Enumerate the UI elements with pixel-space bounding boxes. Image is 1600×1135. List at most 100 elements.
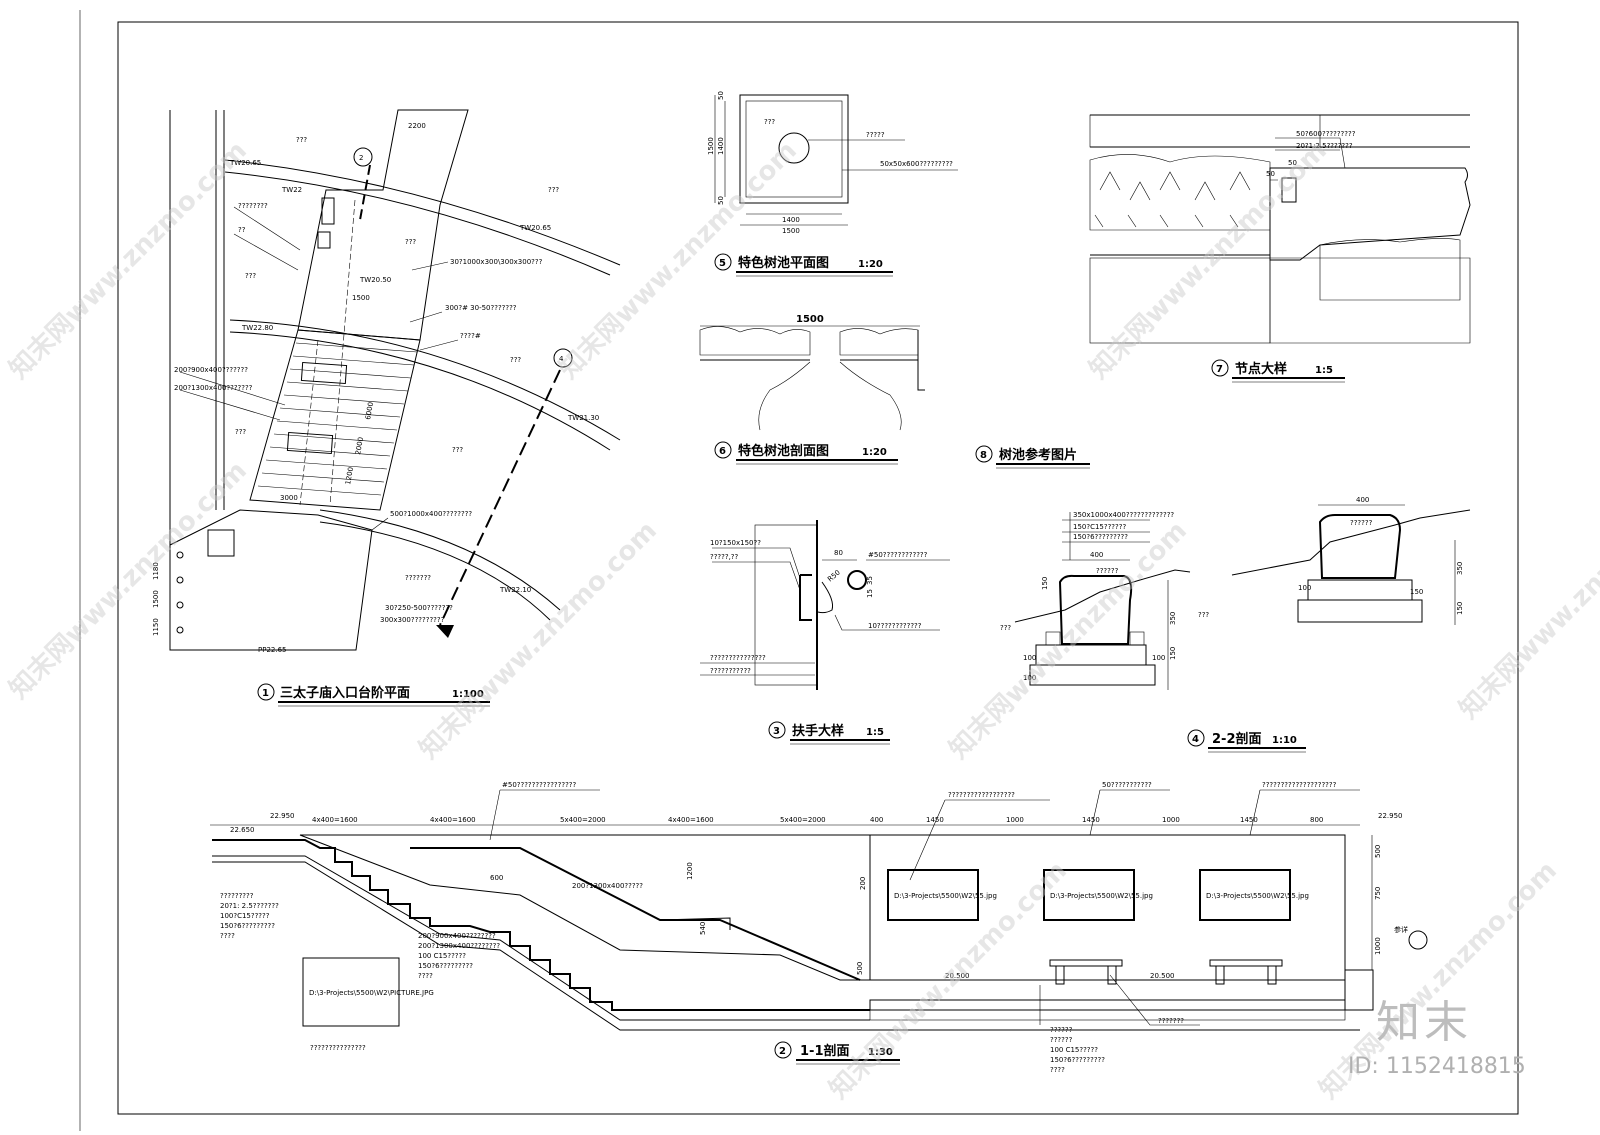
- svg-text:400: 400: [1090, 551, 1103, 559]
- svg-text:D:\3-Projects\5500\W2\55.jpg: D:\3-Projects\5500\W2\55.jpg: [1206, 892, 1309, 900]
- section-mark-b: [553, 348, 573, 368]
- sheet-border: [117, 21, 1519, 1115]
- svg-text:特色树池剖面图: 特色树池剖面图: [738, 443, 829, 459]
- svg-text:300?# 30-50???????: 300?# 30-50???????: [445, 304, 517, 312]
- svg-text:知末网www.znzmo.com: 知末网www.znzmo.com: [1454, 476, 1600, 725]
- treepit-plan: ??? ????? 50x50x600????????? 1400 1500 1…: [707, 91, 958, 235]
- section-11: D:\3-Projects\5500\W2\55.jpg D:\3-Projec…: [210, 781, 1428, 1074]
- svg-text:30?250-500???????: 30?250-500???????: [385, 604, 453, 612]
- svg-text:???: ???: [1198, 611, 1209, 619]
- svg-text:10?150x150??: 10?150x150??: [710, 539, 761, 547]
- svg-text:300x300?????????: 300x300?????????: [380, 616, 445, 624]
- svg-text:20?1: 2.5???????: 20?1: 2.5???????: [220, 902, 279, 910]
- svg-text:2: 2: [779, 1046, 786, 1057]
- svg-text:150?6?????????: 150?6?????????: [1073, 533, 1128, 541]
- svg-text:???: ???: [296, 136, 307, 144]
- svg-text:50: 50: [717, 196, 725, 205]
- svg-text:200?1300x400????????: 200?1300x400????????: [418, 942, 500, 950]
- svg-text:知末网www.znzmo.com: 知末网www.znzmo.com: [4, 136, 253, 385]
- svg-text:???: ???: [245, 272, 256, 280]
- svg-text:TW21.30: TW21.30: [567, 414, 599, 422]
- svg-text:???: ???: [405, 238, 416, 246]
- svg-text:1450: 1450: [1082, 816, 1100, 824]
- svg-text:750: 750: [1374, 887, 1382, 900]
- svg-text:???: ???: [1000, 624, 1011, 632]
- node-detail: 50?600????????? 20?1:2.5??????? 50 50: [1089, 114, 1471, 344]
- svg-text:150: 150: [1041, 577, 1049, 590]
- svg-text:600: 600: [490, 874, 503, 882]
- handrail-detail: 80 35 15 R50 10?150x150?? ?????,?? #50??…: [700, 520, 950, 690]
- svg-text:TW20.65: TW20.65: [519, 224, 551, 232]
- svg-text:10????????????: 10????????????: [868, 622, 922, 630]
- svg-text:500: 500: [1374, 845, 1382, 858]
- svg-text:22.950: 22.950: [270, 812, 295, 820]
- svg-text:???????: ???????: [1158, 1017, 1184, 1025]
- svg-text:TW22: TW22: [281, 186, 302, 194]
- svg-text:???: ???: [548, 186, 559, 194]
- svg-text:TW22.80: TW22.80: [241, 324, 273, 332]
- svg-text:350x1000x400?????????????: 350x1000x400?????????????: [1073, 511, 1174, 519]
- svg-text:1150: 1150: [152, 618, 160, 636]
- svg-text:4x400=1600: 4x400=1600: [668, 816, 714, 824]
- svg-text:1500: 1500: [152, 590, 160, 608]
- svg-text:TW22.10: TW22.10: [499, 586, 531, 594]
- svg-text:30?1000x300\300x300???: 30?1000x300\300x300???: [450, 258, 543, 266]
- svg-text:200?900x400????????: 200?900x400????????: [418, 932, 496, 940]
- svg-text:5x400=2000: 5x400=2000: [780, 816, 826, 824]
- svg-text:4: 4: [559, 355, 564, 363]
- svg-text:100 C15?????: 100 C15?????: [1050, 1046, 1098, 1054]
- title-section11: 2 1-1剖面 1:30: [774, 1041, 900, 1065]
- svg-text:1:10: 1:10: [1272, 735, 1297, 746]
- svg-text:1000: 1000: [1162, 816, 1180, 824]
- svg-text:1400: 1400: [782, 216, 800, 224]
- svg-text:1200: 1200: [344, 466, 355, 485]
- svg-text:1500: 1500: [352, 294, 370, 302]
- title-treepit-plan: 5 特色树池平面图 1:20: [714, 253, 893, 277]
- svg-text:3: 3: [773, 726, 780, 737]
- svg-text:150: 150: [1456, 602, 1464, 615]
- svg-text:1: 1: [262, 688, 269, 699]
- svg-text:1:100: 1:100: [452, 689, 484, 700]
- svg-text:200?1300x400???????: 200?1300x400???????: [174, 384, 253, 392]
- svg-text:150: 150: [1169, 647, 1177, 660]
- svg-text:200?1300x400?????: 200?1300x400?????: [572, 882, 643, 890]
- svg-text:#50????????????????: #50????????????????: [502, 781, 577, 789]
- title-node: 7 节点大样 1:5: [1211, 359, 1345, 383]
- svg-text:100?C15?????: 100?C15?????: [220, 912, 270, 920]
- svg-text:200?900x400???????: 200?900x400???????: [174, 366, 248, 374]
- svg-text:22.650: 22.650: [230, 826, 255, 834]
- title-reference: 8 树池参考图片: [975, 445, 1090, 469]
- svg-text:1:20: 1:20: [862, 447, 887, 458]
- svg-text:150?6?????????: 150?6?????????: [1050, 1056, 1105, 1064]
- svg-text:2: 2: [359, 154, 363, 162]
- svg-text:400: 400: [870, 816, 883, 824]
- svg-text:1200: 1200: [686, 862, 694, 880]
- svg-text:100: 100: [1152, 654, 1165, 662]
- svg-text:???????????????: ???????????????: [310, 1044, 366, 1052]
- svg-text:???????????????: ???????????????: [710, 654, 766, 662]
- svg-text:5x400=2000: 5x400=2000: [560, 816, 606, 824]
- title-section22: 4 2-2剖面 1:10: [1187, 729, 1306, 753]
- svg-text:??????: ??????: [1096, 567, 1119, 575]
- svg-text:7: 7: [1216, 364, 1223, 375]
- title-handrail: 3 扶手大样 1:5: [768, 721, 890, 745]
- svg-text:50: 50: [1288, 159, 1297, 167]
- svg-text:???????????: ???????????: [710, 667, 751, 675]
- svg-text:35: 35: [866, 576, 874, 585]
- svg-text:150?C15??????: 150?C15??????: [1073, 523, 1126, 531]
- svg-text:TW20.50: TW20.50: [359, 276, 391, 284]
- svg-text:????: ????: [1050, 1066, 1065, 1074]
- svg-text:1500: 1500: [796, 314, 824, 325]
- svg-text:350: 350: [1456, 562, 1464, 575]
- svg-text:树池参考图片: 树池参考图片: [999, 447, 1077, 463]
- svg-text:三太子庙入口台阶平面: 三太子庙入口台阶平面: [280, 685, 410, 701]
- svg-text:4x400=1600: 4x400=1600: [312, 816, 358, 824]
- svg-text:150?6?????????: 150?6?????????: [220, 922, 275, 930]
- svg-text:1000: 1000: [1006, 816, 1024, 824]
- document-id: ID: 1152418815: [1348, 1054, 1526, 1079]
- svg-text:??????: ??????: [1050, 1026, 1073, 1034]
- svg-text:400: 400: [1356, 496, 1369, 504]
- svg-text:????: ????: [220, 932, 235, 940]
- section-22: 350x1000x400????????????? 150?C15?????? …: [1000, 496, 1471, 690]
